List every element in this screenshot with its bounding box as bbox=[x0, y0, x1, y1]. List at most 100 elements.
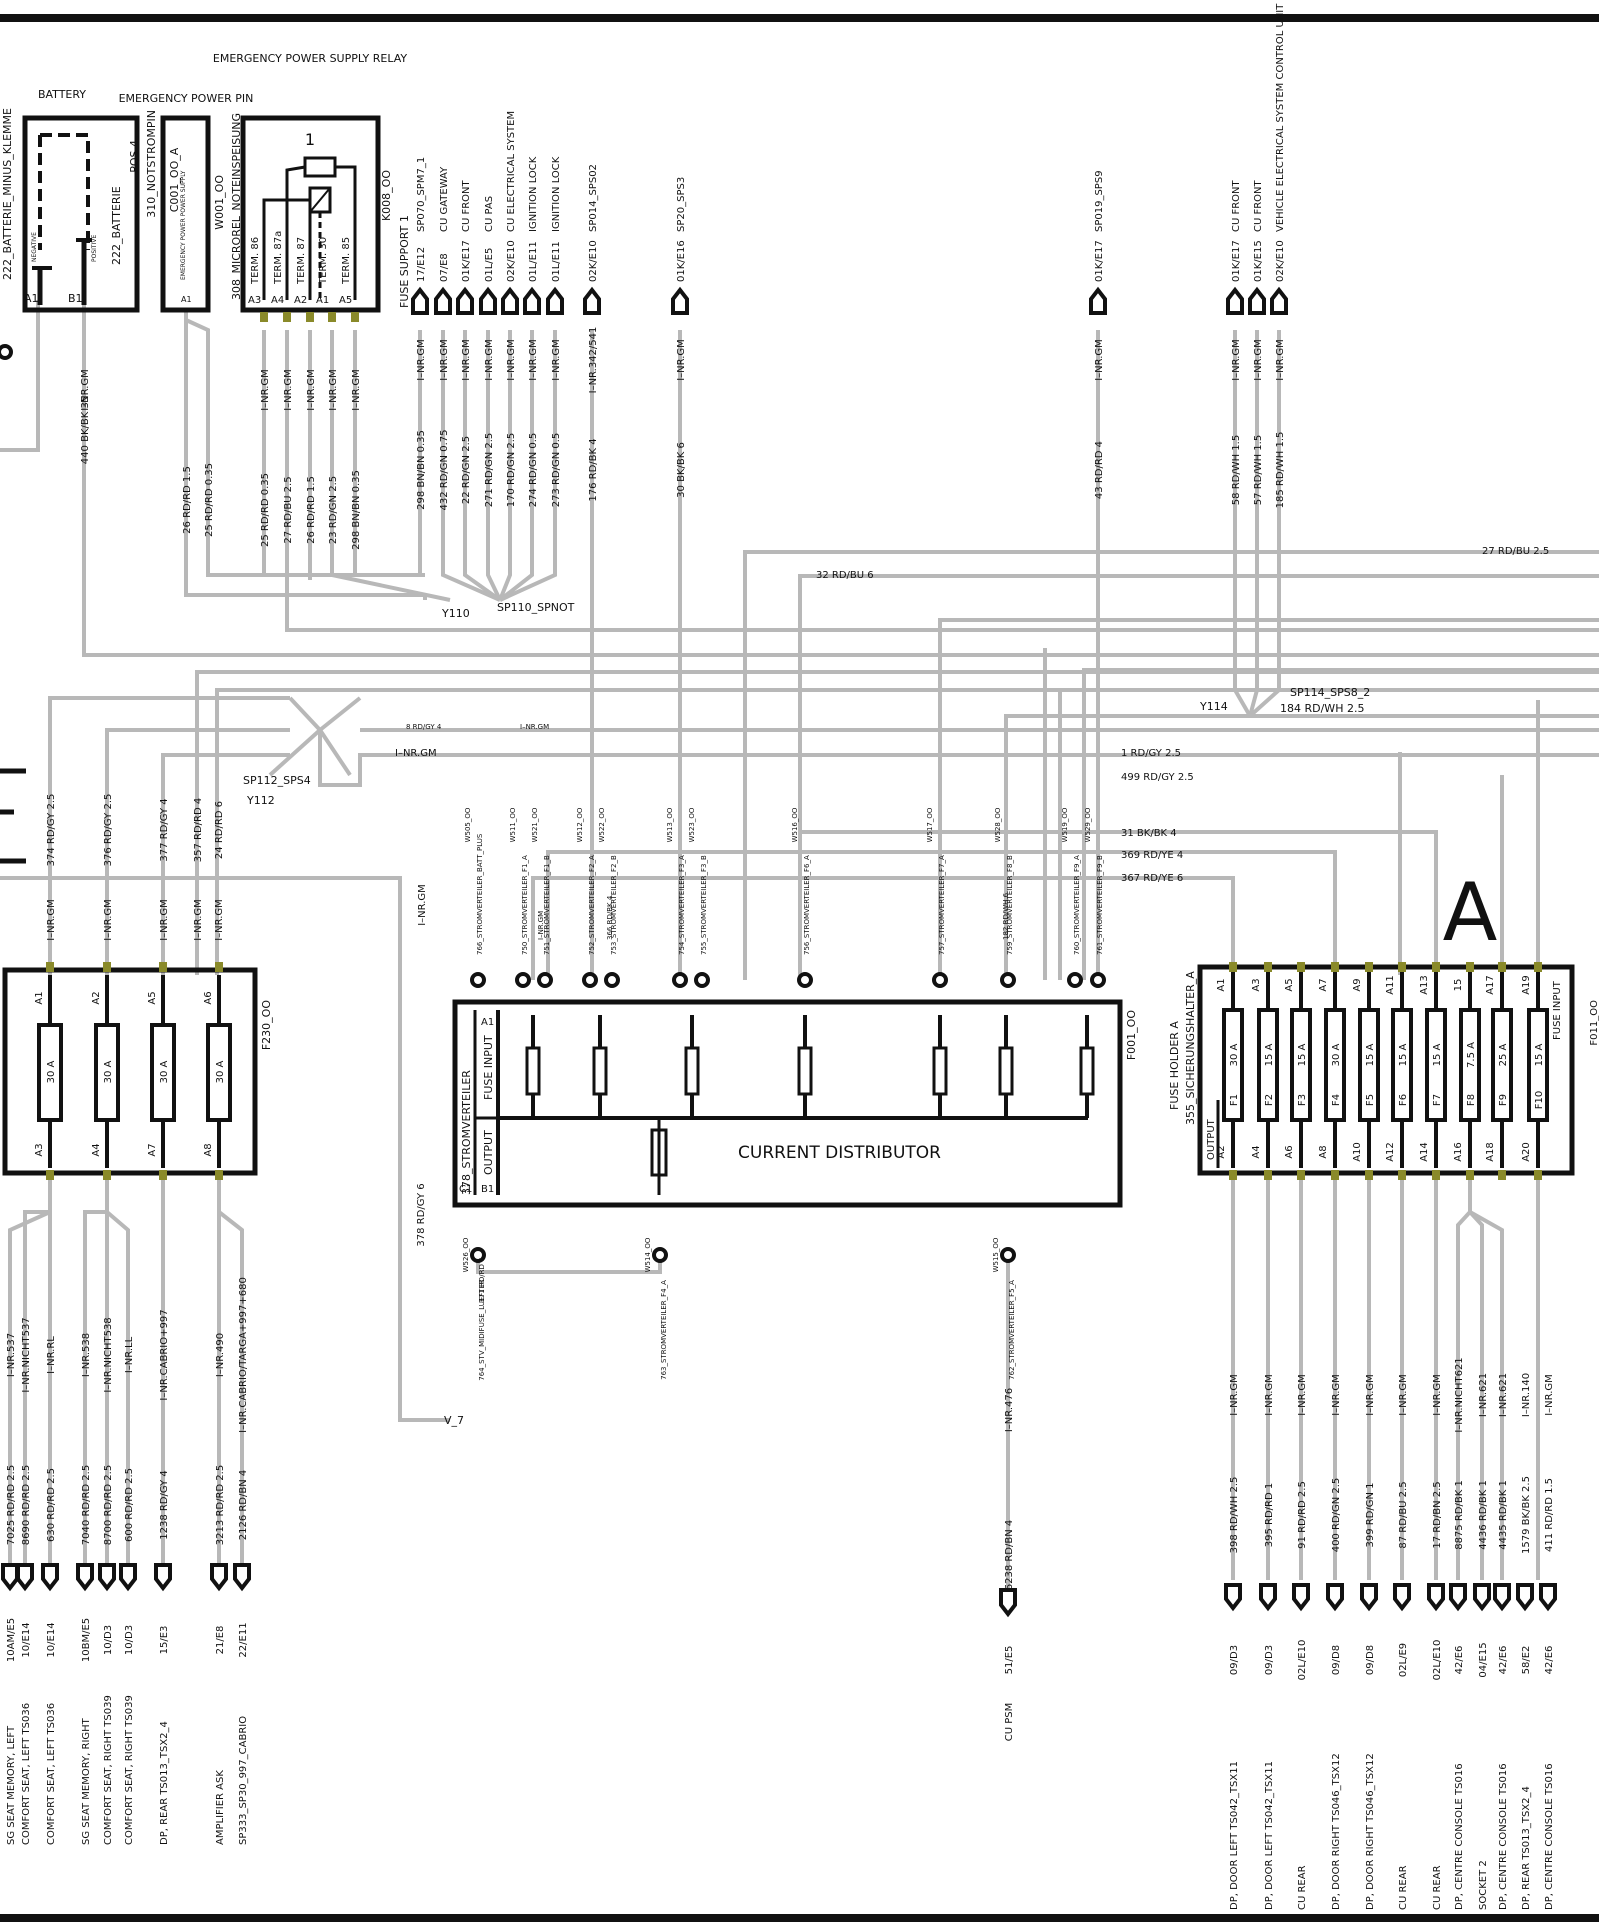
top-connector-wire: 170 RD/GN 2.5 bbox=[506, 433, 517, 508]
bottom-left-name: COMFORT SEAT, RIGHT TS039 bbox=[124, 1695, 135, 1845]
bottom-right-cond: I–NR.140 bbox=[1521, 1373, 1532, 1417]
fh-pin-top: A5 bbox=[1284, 978, 1295, 991]
distributor-input-name: 754_STROMVERTEILER_F3_A bbox=[678, 855, 686, 955]
top-connector-wire: 57 RD/WH 1.5 bbox=[1253, 435, 1264, 505]
distributor-input-w: W517_OO bbox=[926, 807, 934, 842]
misc-wire-labels: 440 BK/BK 35 I–NR.GM 26 RD/RD 1.5 25 RD/… bbox=[80, 369, 1549, 1427]
top-connector-name: SP20_SPS3 bbox=[676, 177, 687, 232]
top-connector-loc: 17/E12 bbox=[416, 247, 427, 282]
current-distributor-output: OUTPUT bbox=[482, 1130, 495, 1175]
distributor-output-w: W515_OO bbox=[992, 1237, 1000, 1272]
distributor-output-terminal bbox=[470, 1247, 486, 1263]
battery-pos: POSITIVE bbox=[91, 235, 98, 262]
fh-pin-top: A7 bbox=[1318, 978, 1329, 991]
bottom-right-wire: 411 RD/RD 1.5 bbox=[1544, 1478, 1555, 1552]
bottom-left-cond: I–NR.490 bbox=[215, 1333, 226, 1377]
fh-pin-marker-top bbox=[1466, 962, 1474, 972]
bottom-left-wire: 7025 RD/RD 2.5 bbox=[6, 1465, 17, 1545]
fh-fuse-rating: 7.5 A bbox=[1466, 1042, 1477, 1068]
wire-27-label: 27 RD/BU 2.5 bbox=[1482, 546, 1549, 557]
top-connector-symbol bbox=[1270, 286, 1288, 315]
fh-fuse-name: F4 bbox=[1331, 1094, 1342, 1106]
top-connector-cond: I–NR.342/541 bbox=[588, 327, 599, 394]
fh-fuse bbox=[1491, 1008, 1513, 1122]
fh-pin-top: A3 bbox=[1251, 978, 1262, 991]
fuse-support-label: FUSE SUPPORT 1 bbox=[398, 215, 411, 308]
bottom-left-cond: I–NR.NICHT538 bbox=[103, 1317, 114, 1392]
distributor-output-w: W514_OO bbox=[644, 1237, 652, 1272]
top-connector-wire: 432 RD/GN 0.75 bbox=[439, 430, 450, 511]
cond-8-label: I–NR.GM bbox=[520, 723, 549, 731]
bottom-right-loc: 02L/E10 bbox=[1432, 1640, 1443, 1681]
bottom-right-loc: 09/D3 bbox=[1229, 1645, 1240, 1675]
fh-pin-bottom: A4 bbox=[1251, 1145, 1262, 1158]
relay-cond-label: I–NR.GM bbox=[283, 369, 294, 411]
bottom-left-symbol bbox=[119, 1563, 137, 1592]
distributor-fuse bbox=[525, 1046, 541, 1096]
wire-499-label: 499 RD/GY 2.5 bbox=[1121, 772, 1194, 783]
bottom-left-cond: I–NR.538 bbox=[81, 1333, 92, 1377]
f230-cond-3: I–NR.GM bbox=[193, 899, 204, 941]
fh-fuse-rating: 15 A bbox=[1432, 1043, 1443, 1066]
bottom-left-cond: I–NR.RL bbox=[46, 1336, 57, 1374]
distributor-input-w: W511_OO bbox=[509, 807, 517, 842]
relay-cond-label: I–NR.GM bbox=[351, 369, 362, 411]
distributor-input-name: 766_STROMVERTEILER_BATT_PLUS bbox=[476, 833, 484, 955]
bottom-right-wire: 91 RD/RD 2.5 bbox=[1297, 1481, 1308, 1549]
distributor-fuse bbox=[998, 1046, 1014, 1096]
bottom-right-loc: 02L/E10 bbox=[1297, 1640, 1308, 1681]
distributor-input-w: W528_OO bbox=[994, 807, 1002, 842]
v7-label: V_7 bbox=[444, 1414, 464, 1427]
distributor-input-name: 759_STROMVERTEILER_F8_B bbox=[1006, 855, 1014, 955]
distributor-input-terminal bbox=[672, 972, 688, 988]
fh-fuse-name: F5 bbox=[1365, 1094, 1376, 1106]
bottom-right-name: DP, CENTRE CONSOLE TS016 bbox=[1498, 1763, 1509, 1910]
bottom-right-symbol bbox=[1427, 1583, 1445, 1612]
top-connector-loc: 01L/E11 bbox=[528, 241, 539, 282]
bottom-right-loc: 09/D3 bbox=[1264, 1645, 1275, 1675]
fh-pin-marker-top bbox=[1365, 962, 1373, 972]
top-connector-symbol bbox=[523, 286, 541, 315]
fh-pin-top: 15 bbox=[1453, 979, 1464, 992]
fh-pin-marker-bottom bbox=[1264, 1170, 1272, 1180]
bottom-left-name: COMFORT SEAT, RIGHT TS039 bbox=[103, 1695, 114, 1845]
bottom-right-symbol bbox=[1326, 1583, 1344, 1612]
bottom-left-loc: 22/E11 bbox=[238, 1622, 249, 1657]
bottom-left-wire: 600 RD/RD 2.5 bbox=[124, 1468, 135, 1542]
bottom-left-symbol bbox=[98, 1563, 116, 1592]
top-connector-cond: I–NR.GM bbox=[1231, 339, 1242, 381]
bottom-left-cond: I–NR.537 bbox=[6, 1333, 17, 1377]
battery-wire-label: 440 BK/BK 35 bbox=[80, 396, 91, 464]
top-connector-wire: 43 RD/RD 4 bbox=[1094, 441, 1105, 499]
top-connector-cond: I–NR.GM bbox=[461, 339, 472, 381]
bottom-left-name: AMPLIFIER ASK bbox=[215, 1770, 226, 1845]
y110-label: Y110 bbox=[441, 607, 470, 620]
top-connector-loc: 02K/E10 bbox=[506, 240, 517, 282]
sp110-label: SP110_SPNOT bbox=[497, 601, 575, 614]
bottom-right-wire: 400 RD/GN 2.5 bbox=[1331, 1478, 1342, 1553]
fh-pin-top: A9 bbox=[1352, 978, 1363, 991]
cu-psm-name: CU PSM bbox=[1004, 1703, 1015, 1742]
f230-fuse bbox=[37, 1023, 63, 1122]
battery-part: C001_OO_A bbox=[168, 147, 181, 212]
distributor-input-name: 757_STROMVERTEILER_F7_A bbox=[938, 855, 946, 955]
top-connector-loc: 01K/E17 bbox=[1094, 240, 1105, 282]
cond-dist-label: I–NR.GM bbox=[417, 884, 428, 926]
fh-pin-bottom: A2 bbox=[1216, 1145, 1227, 1158]
dist-extra-c: I–NR.GM bbox=[537, 911, 545, 940]
current-distributor-title: CURRENT DISTRIBUTOR bbox=[738, 1143, 941, 1163]
cu-psm-group: I–NR.476 6238 RD/BN 4 51/E5 CU PSM bbox=[999, 1388, 1017, 1742]
distributor-input-terminal bbox=[604, 972, 620, 988]
distributor-output-name: 762_STROMVERTEILER_F5_A bbox=[1008, 1280, 1016, 1380]
bottom-right-loc: 58/E2 bbox=[1521, 1646, 1532, 1675]
